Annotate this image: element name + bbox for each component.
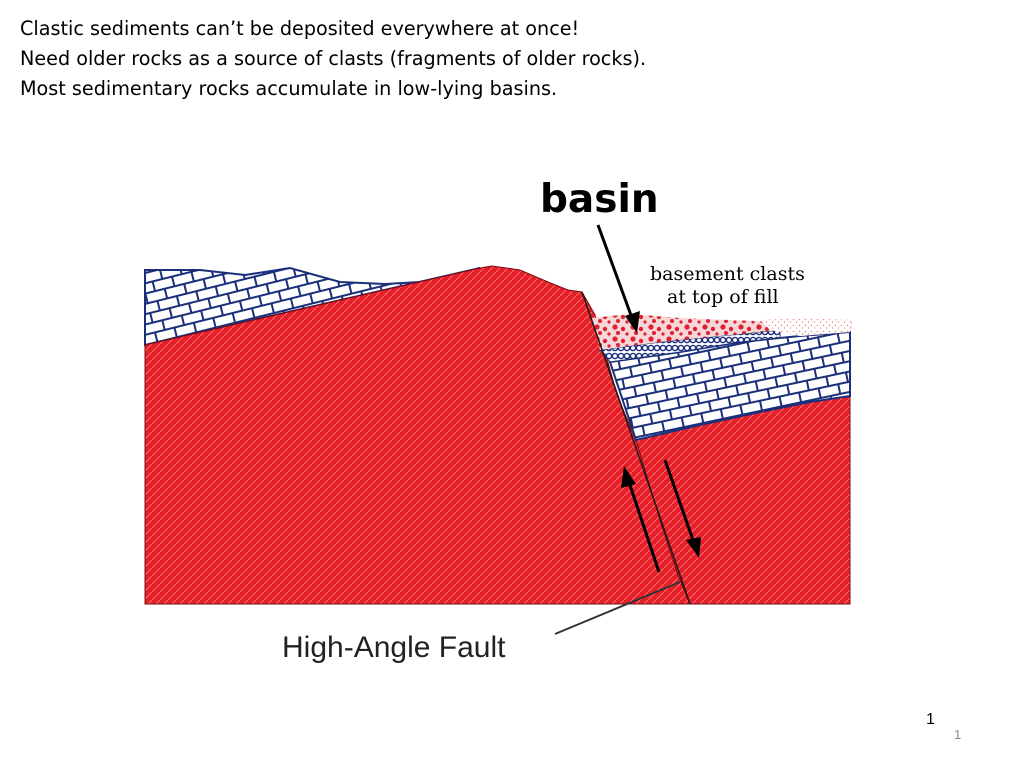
fault-motion-arrows <box>621 459 701 573</box>
basin-pointer-head <box>625 311 640 333</box>
up-arrow-shaft <box>627 481 661 573</box>
up-arrow-head <box>621 466 636 488</box>
fault-label-leader <box>554 581 681 635</box>
text-line-2: Need older rocks as a source of clasts (… <box>20 47 647 70</box>
fault-plane <box>581 291 691 605</box>
basin-label: basin <box>540 177 659 222</box>
page-number: 1 <box>926 711 935 728</box>
slide-number: 1 <box>954 727 961 742</box>
text-line-1: Clastic sediments can’t be deposited eve… <box>20 17 580 40</box>
down-arrow-head <box>686 537 701 558</box>
fault-label: High-Angle Fault <box>282 631 506 664</box>
clast-label-line-1: basement clasts <box>650 263 805 285</box>
text-line-3: Most sedimentary rocks accumulate in low… <box>20 77 558 100</box>
clast-label-line-2: at top of fill <box>667 286 779 308</box>
pink-fines-layer <box>760 318 852 336</box>
down-arrow-shaft <box>663 459 696 544</box>
basin-pointer-line <box>596 224 634 319</box>
slide-text-block: Clastic sediments can’t be deposited eve… <box>20 14 1000 104</box>
